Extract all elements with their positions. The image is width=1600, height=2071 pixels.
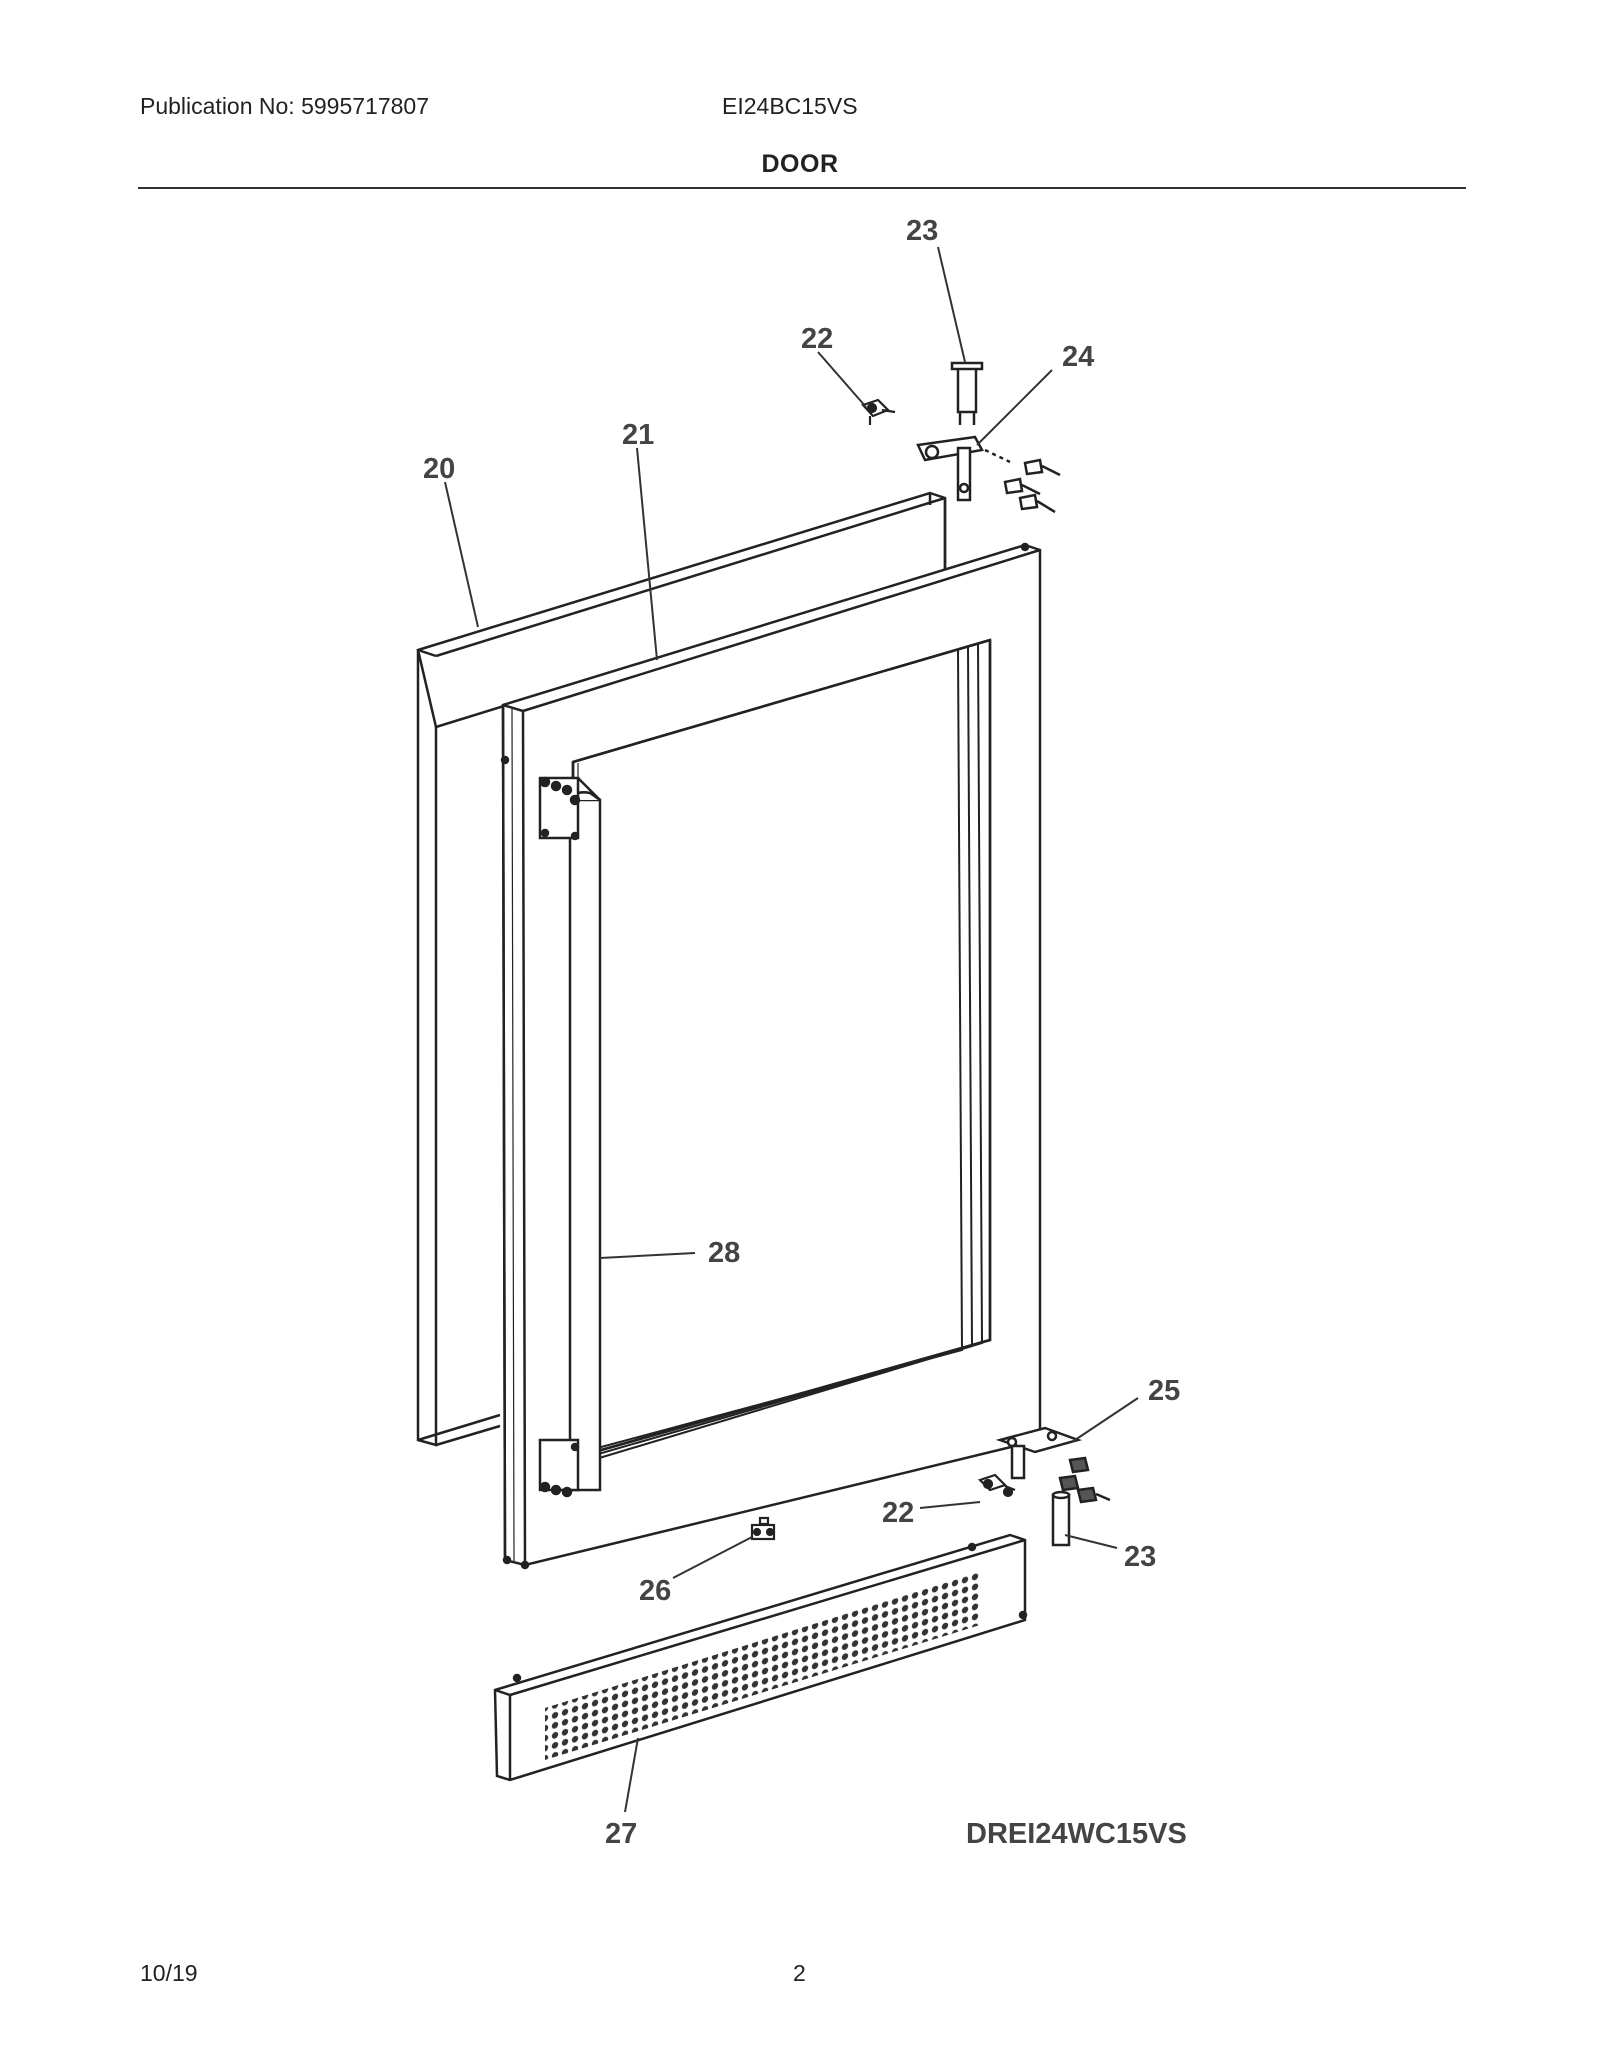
hinge-pin-top (950, 361, 984, 425)
callout-23-top: 23 (906, 215, 938, 247)
callout-22-bottom: 22 (882, 1497, 914, 1529)
callout-22-top: 22 (801, 323, 833, 355)
footer-date: 10/19 (140, 1960, 198, 1986)
callout-20: 20 (423, 453, 455, 485)
outer-door-panel (416, 491, 947, 1447)
door-stop-clip-bottom (977, 1473, 1016, 1498)
section-title: DOOR (761, 150, 839, 178)
callout-27: 27 (605, 1818, 637, 1850)
diagram-model-code: DREI24WC15VS (966, 1818, 1187, 1850)
top-hinge-bracket (916, 435, 1061, 514)
hinge-pin-bottom (1051, 1490, 1071, 1547)
header-rule (138, 187, 1466, 189)
kick-plate-grille (493, 1533, 1028, 1782)
model-number: EI24BC15VS (722, 93, 858, 119)
callout-21: 21 (622, 419, 654, 451)
callout-26: 26 (639, 1575, 671, 1607)
callout-24: 24 (1062, 341, 1094, 373)
door-latch (750, 1516, 776, 1541)
publication-number: Publication No: 5995717807 (140, 93, 430, 119)
door-stop-clip-top (861, 398, 896, 425)
callout-25: 25 (1148, 1375, 1180, 1407)
bottom-hinge-bracket (995, 1426, 1111, 1504)
footer-page-number: 2 (793, 1960, 806, 1986)
door-handle (538, 776, 602, 1498)
callout-23-bottom: 23 (1124, 1541, 1156, 1573)
leader-lines (444, 246, 1139, 1813)
callout-28: 28 (708, 1237, 740, 1269)
